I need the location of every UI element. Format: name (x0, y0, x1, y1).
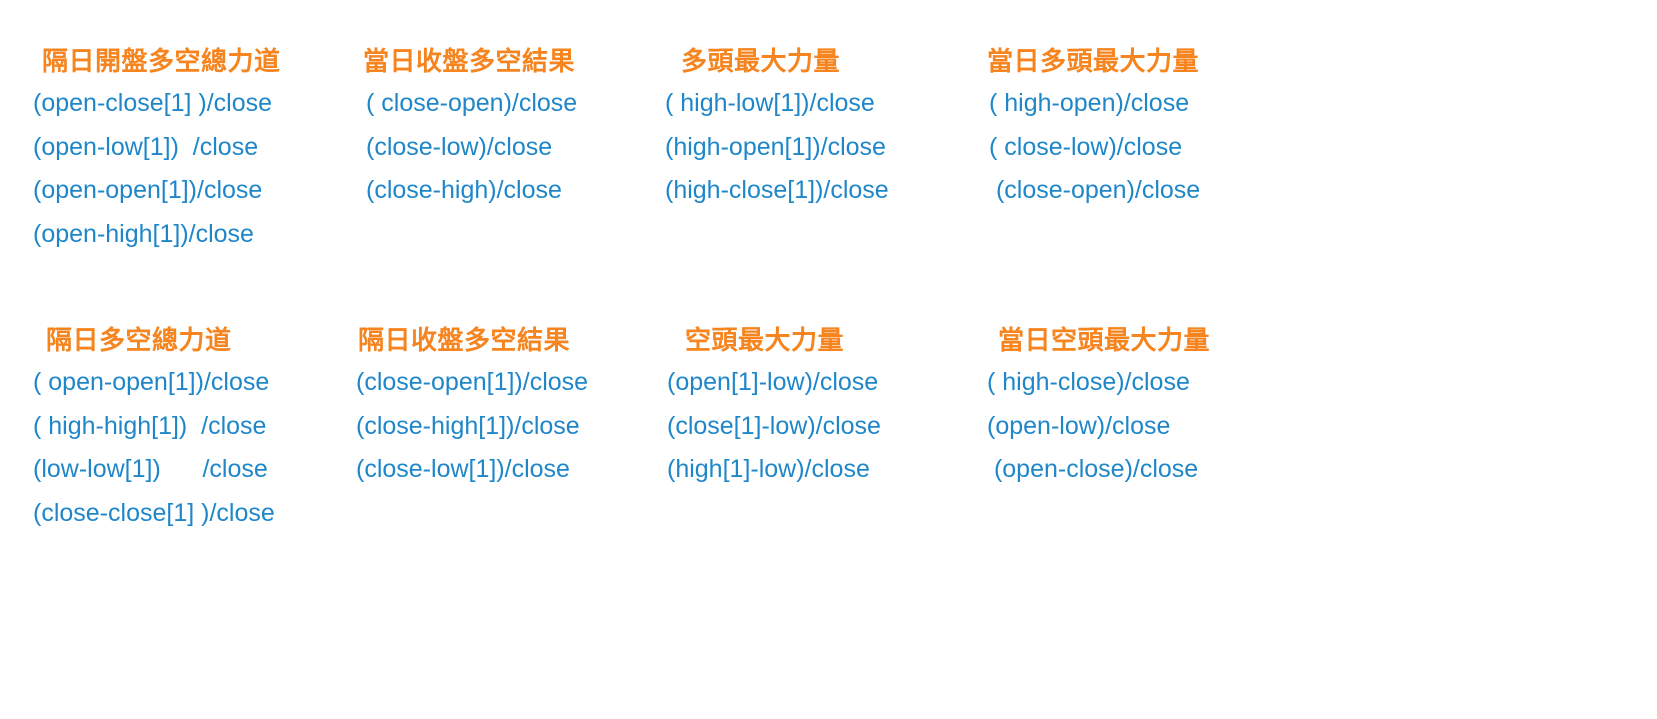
formula-item: (open-high[1])/close (33, 219, 254, 248)
formula-item: (open-open[1])/close (33, 176, 263, 204)
block-heading: 多頭最大力量 (681, 46, 841, 76)
block-heading: 隔日開盤多空總力道 (42, 46, 281, 76)
formula-block-long-max-strength: 多頭最大力量 ( high-low[1])/close (high-open[1… (655, 46, 955, 213)
formula-item: (open[1]-low)/close (667, 368, 879, 396)
formula-block-next-day-close-long-short-result: 隔日收盤多空結果 (close-open[1])/close (close-hi… (348, 325, 648, 492)
formula-item: (high-open[1])/close (665, 132, 886, 161)
block-heading: 隔日多空總力道 (46, 325, 232, 355)
formula-item: (close-low)/close (366, 132, 553, 161)
formula-item: (close-open)/close (989, 176, 1201, 204)
block-heading: 當日收盤多空結果 (363, 46, 576, 76)
formula-item: ( close-open)/close (366, 89, 578, 117)
formula-list: ( open-open[1])/close ( high-high[1]) /c… (10, 361, 340, 535)
formula-item: ( high-open)/close (989, 89, 1190, 117)
formula-item: ( close-low)/close (989, 132, 1183, 161)
block-heading: 空頭最大力量 (685, 325, 845, 355)
formula-item: (open-low)/close (987, 411, 1171, 440)
formula-item: (high[1]-low)/close (667, 455, 870, 483)
formula-list: (open[1]-low)/close (close[1]-low)/close… (655, 361, 955, 492)
formula-list: ( high-close)/close (open-low)/close (op… (965, 361, 1275, 492)
formula-item: ( open-open[1])/close (33, 368, 270, 396)
formula-item: (close-open[1])/close (356, 368, 589, 396)
formula-list: ( high-low[1])/close (high-open[1])/clos… (655, 82, 955, 213)
formula-block-same-day-short-max-strength: 當日空頭最大力量 ( high-close)/close (open-low)/… (965, 325, 1275, 492)
formula-block-same-day-long-max-strength: 當日多頭最大力量 ( high-open)/close ( close-low)… (965, 46, 1275, 213)
block-heading: 當日多頭最大力量 (987, 46, 1200, 76)
formula-item: (open-close[1] )/close (33, 89, 273, 117)
formula-item: (close-low[1])/close (356, 455, 570, 483)
formula-block-same-day-close-long-short-result: 當日收盤多空結果 ( close-open)/close (close-low)… (348, 46, 648, 213)
formula-item: ( high-close)/close (987, 368, 1190, 396)
formula-item: (open-low[1]) /close (33, 132, 259, 161)
formula-list: (close-open[1])/close (close-high[1])/cl… (348, 361, 648, 492)
formula-item: ( high-low[1])/close (665, 89, 875, 117)
formula-block-short-max-strength: 空頭最大力量 (open[1]-low)/close (close[1]-low… (655, 325, 955, 492)
formula-item: (close-high[1])/close (356, 411, 580, 440)
block-heading: 隔日收盤多空結果 (358, 325, 571, 355)
formula-item: (high-close[1])/close (665, 176, 889, 204)
formula-block-next-day-open-long-short-total-force: 隔日開盤多空總力道 (open-close[1] )/close (open-l… (10, 46, 340, 256)
formula-item: (open-close)/close (987, 455, 1199, 483)
formula-item: (close-high)/close (366, 176, 562, 204)
formula-item: (low-low[1]) /close (33, 455, 268, 483)
formula-item: (close-close[1] )/close (33, 498, 275, 527)
formula-list: (open-close[1] )/close (open-low[1]) /cl… (10, 82, 340, 256)
formula-list: ( close-open)/close (close-low)/close (c… (348, 82, 648, 213)
formula-block-next-day-long-short-total-force: 隔日多空總力道 ( open-open[1])/close ( high-hig… (10, 325, 340, 535)
formula-item: ( high-high[1]) /close (33, 411, 267, 440)
formula-item: (close[1]-low)/close (667, 411, 881, 440)
block-heading: 當日空頭最大力量 (998, 325, 1211, 355)
formula-list: ( high-open)/close ( close-low)/close (c… (965, 82, 1275, 213)
